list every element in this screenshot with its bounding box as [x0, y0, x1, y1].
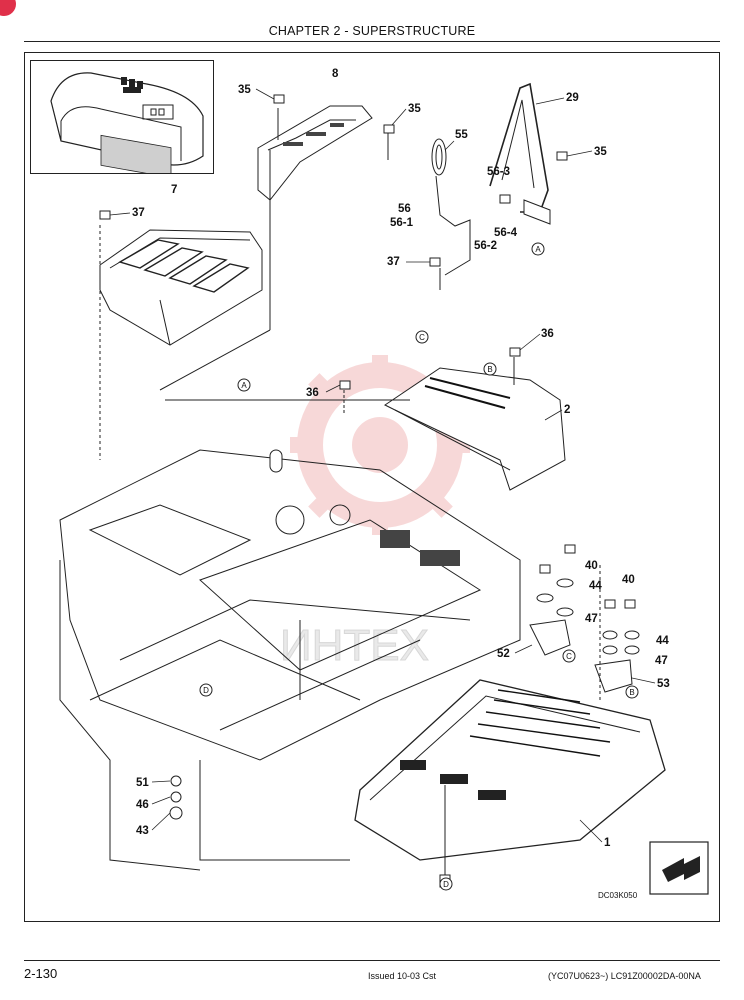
- marker-d-2: [439, 877, 453, 891]
- marker-c-1: [415, 330, 429, 344]
- figure-code: DC03K050: [598, 891, 638, 900]
- callout-1: 1: [604, 837, 611, 849]
- header-rule: [24, 41, 720, 42]
- callout-47: 47: [655, 655, 668, 667]
- callout-35: 35: [408, 103, 421, 115]
- callout-40: 40: [622, 574, 635, 586]
- callout-7: 7: [171, 184, 177, 196]
- corner-marker: [0, 0, 16, 16]
- callout-35: 35: [238, 84, 251, 96]
- issue-info: Issued 10-03 Cst: [368, 971, 437, 981]
- callout-29: 29: [566, 92, 579, 104]
- callout-43: 43: [136, 825, 149, 837]
- marker-a-2: [531, 242, 545, 256]
- callout-56-4: 56-4: [494, 227, 518, 239]
- figure-frame: [24, 52, 720, 922]
- callout-37: 37: [387, 256, 400, 268]
- page-number: 2-130: [24, 966, 58, 981]
- chapter-title: CHAPTER 2 - SUPERSTRUCTURE: [268, 24, 476, 38]
- marker-d-1: [199, 683, 213, 697]
- callout-37: 37: [132, 207, 145, 219]
- callout-52: 52: [497, 648, 510, 660]
- marker-a-label: A: [535, 245, 541, 254]
- marker-b-2: [625, 685, 639, 699]
- callout-35: 35: [594, 146, 607, 158]
- callout-44: 44: [656, 635, 669, 647]
- callout-56-3: 56-3: [487, 166, 510, 178]
- document-reference: (YC07U0623~) LC91Z00002DA-00NA: [548, 971, 701, 981]
- marker-a-label: A: [241, 381, 247, 390]
- footer-rule: [24, 960, 720, 961]
- callout-56-2: 56-2: [474, 240, 497, 252]
- callout-8: 8: [332, 68, 339, 80]
- callout-40: 40: [585, 560, 598, 572]
- marker-b-label: B: [487, 365, 492, 374]
- marker-d-label: D: [203, 686, 209, 695]
- callout-36: 36: [541, 328, 554, 340]
- marker-b-label: B: [629, 688, 634, 697]
- callout-56: 56: [398, 203, 411, 215]
- marker-a-1: [237, 378, 251, 392]
- callout-46: 46: [136, 799, 149, 811]
- direction-arrow-icon: [649, 841, 709, 895]
- locator-inset: [30, 60, 214, 179]
- marker-c-2: [562, 649, 576, 663]
- callout-55: 55: [455, 129, 468, 141]
- callout-51: 51: [136, 777, 149, 789]
- callout-36: 36: [306, 387, 319, 399]
- locator-drawing: [50, 72, 204, 179]
- marker-d-label: D: [443, 880, 449, 889]
- callout-56-1: 56-1: [390, 217, 414, 229]
- callout-47: 47: [585, 613, 598, 625]
- marker-b-1: [483, 362, 497, 376]
- callout-2: 2: [564, 404, 570, 416]
- marker-c-label: C: [419, 333, 425, 342]
- marker-c-label: C: [566, 652, 572, 661]
- callout-44: 44: [589, 580, 602, 592]
- callout-53: 53: [657, 678, 670, 690]
